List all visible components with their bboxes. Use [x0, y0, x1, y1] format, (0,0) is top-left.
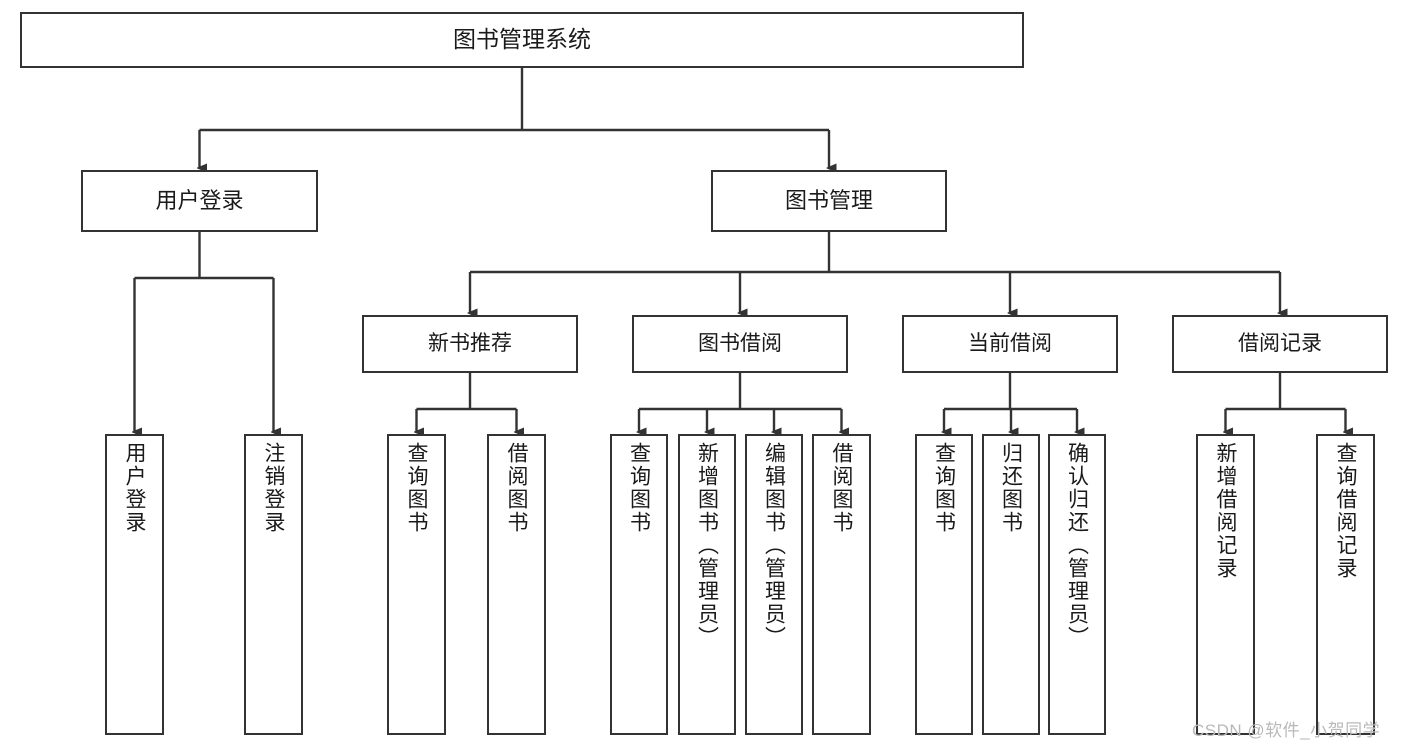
node-leaf-edit-book[interactable]: 编辑图书（管理员）: [745, 434, 803, 735]
node-leaf-return-book[interactable]: 归还图书: [982, 434, 1040, 735]
node-label: 借阅图书: [505, 442, 528, 534]
node-label: 图书管理系统: [453, 26, 591, 53]
node-leaf-confirm-return[interactable]: 确认归还（管理员）: [1048, 434, 1106, 735]
node-label: 新增图书（管理员）: [695, 442, 719, 649]
node-current-borrow[interactable]: 当前借阅: [902, 315, 1118, 373]
node-label: 图书借阅: [698, 332, 782, 356]
node-label: 编辑图书（管理员）: [762, 442, 786, 649]
node-book-manage[interactable]: 图书管理: [711, 170, 947, 232]
node-label: 注销登录: [262, 442, 285, 534]
node-label: 确认归还（管理员）: [1065, 442, 1089, 649]
node-leaf-query-record[interactable]: 查询借阅记录: [1316, 434, 1375, 735]
node-leaf-query-book-recommend[interactable]: 查询图书: [387, 434, 446, 735]
node-label: 用户登录: [155, 187, 244, 213]
node-leaf-user-login[interactable]: 用户登录: [105, 434, 164, 735]
node-label: 当前借阅: [968, 332, 1052, 356]
node-leaf-user-logout[interactable]: 注销登录: [244, 434, 303, 735]
csdn-watermark: CSDN @软件_小贺同学: [1192, 721, 1381, 740]
node-label: 新增借阅记录: [1214, 442, 1237, 580]
node-leaf-borrow-book[interactable]: 借阅图书: [812, 434, 871, 735]
node-user-login[interactable]: 用户登录: [81, 170, 318, 232]
node-leaf-add-record[interactable]: 新增借阅记录: [1196, 434, 1255, 735]
node-label: 新书推荐: [428, 332, 512, 356]
node-label: 借阅图书: [830, 442, 853, 534]
node-leaf-query-book-current[interactable]: 查询图书: [915, 434, 973, 735]
node-label: 查询图书: [405, 442, 428, 534]
node-new-book-recommend[interactable]: 新书推荐: [362, 315, 578, 373]
node-label: 查询借阅记录: [1334, 442, 1357, 580]
node-label: 图书管理: [784, 187, 873, 213]
node-label: 查询图书: [627, 442, 651, 534]
node-leaf-add-book[interactable]: 新增图书（管理员）: [678, 434, 736, 735]
node-root[interactable]: 图书管理系统: [20, 12, 1024, 68]
node-label: 用户登录: [123, 442, 146, 534]
node-book-borrow[interactable]: 图书借阅: [632, 315, 848, 373]
node-label: 借阅记录: [1238, 332, 1322, 356]
node-label: 查询图书: [932, 442, 956, 534]
node-leaf-query-book-borrow[interactable]: 查询图书: [610, 434, 668, 735]
node-leaf-borrow-book-recommend[interactable]: 借阅图书: [487, 434, 546, 735]
node-borrow-record[interactable]: 借阅记录: [1172, 315, 1388, 373]
node-label: 归还图书: [999, 442, 1023, 534]
